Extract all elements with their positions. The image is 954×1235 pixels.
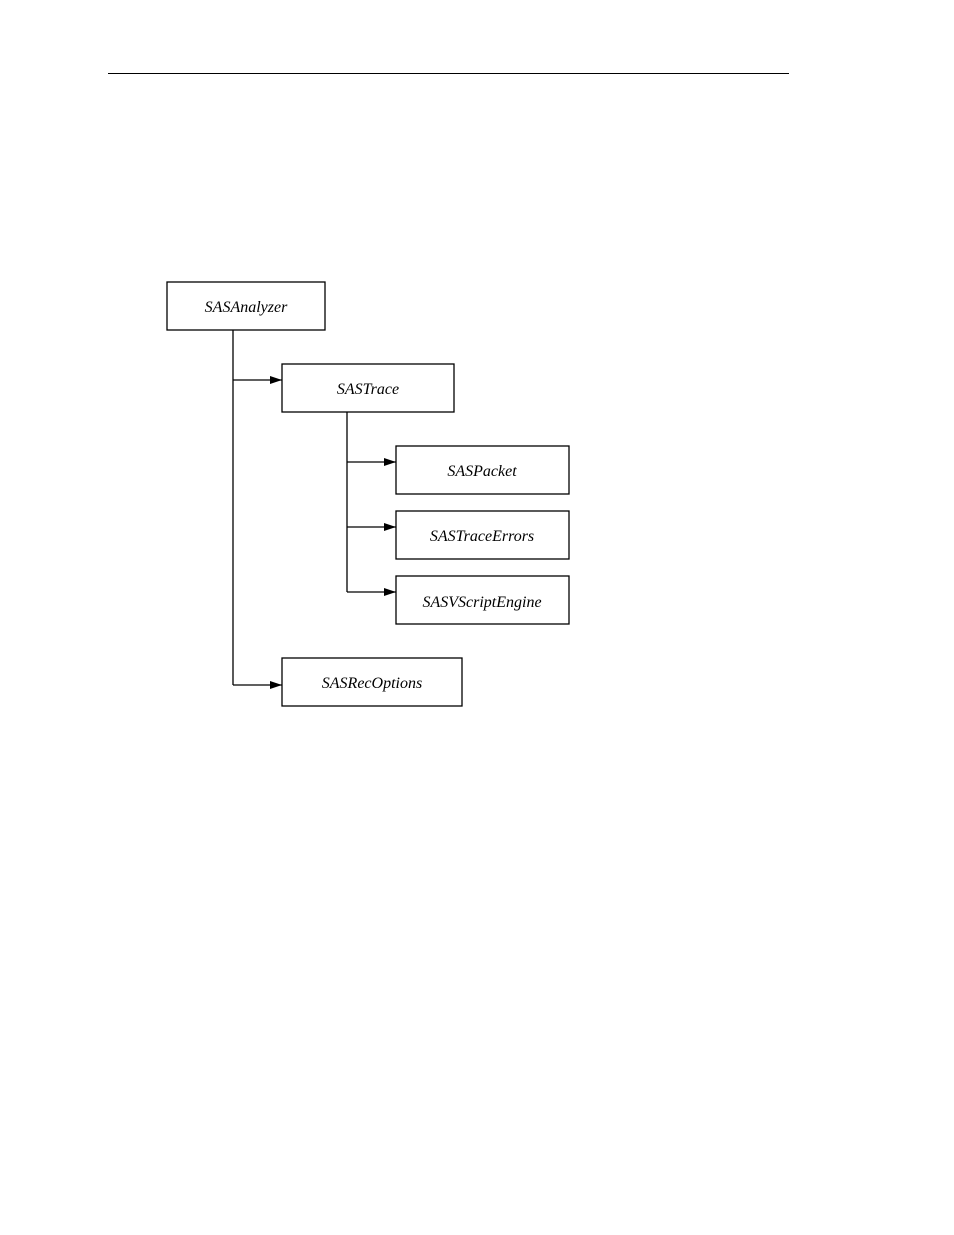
node-label: SASVScriptEngine	[422, 594, 541, 611]
node-sasrecoptions: SASRecOptions	[282, 658, 462, 706]
node-label: SASTraceErrors	[430, 528, 534, 545]
node-sastrace: SASTrace	[282, 364, 454, 412]
node-label: SASAnalyzer	[205, 299, 288, 316]
node-sastraceerrors: SASTraceErrors	[396, 511, 569, 559]
node-label: SASTrace	[337, 381, 399, 398]
node-label: SASPacket	[447, 463, 517, 480]
node-sasvscriptengine: SASVScriptEngine	[396, 576, 569, 624]
node-label: SASRecOptions	[322, 675, 422, 692]
node-saspacket: SASPacket	[396, 446, 569, 494]
node-sasanalyzer: SASAnalyzer	[167, 282, 325, 330]
